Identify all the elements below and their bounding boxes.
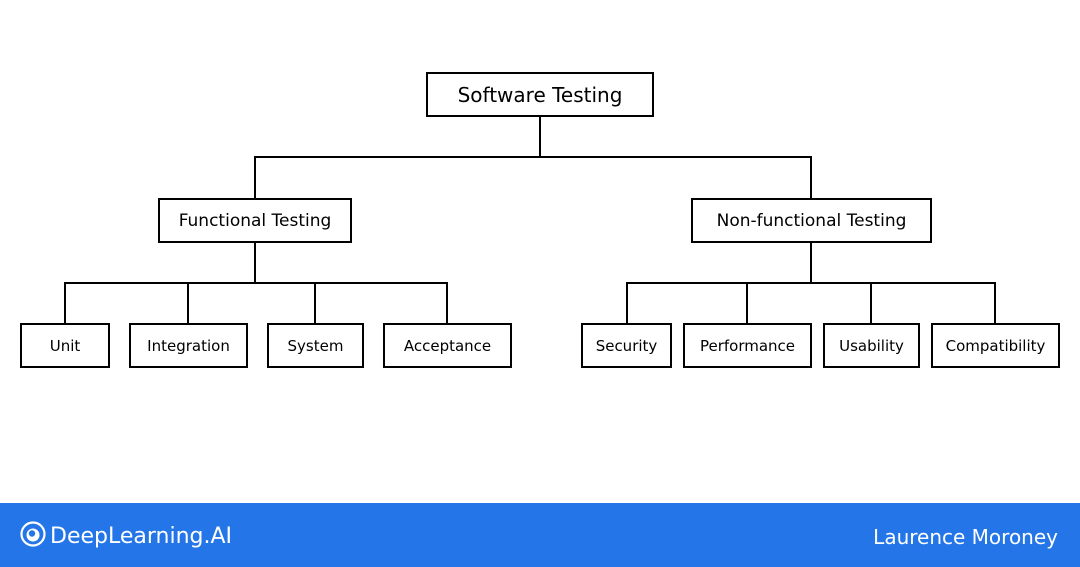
node-performance: Performance [683,323,812,368]
node-integration: Integration [129,323,248,368]
node-acceptance: Acceptance [383,323,512,368]
footer-bar: DeepLearning.AI Laurence Moroney [0,503,1080,567]
node-compatibility: Compatibility [931,323,1060,368]
brand: DeepLearning.AI [20,521,233,551]
node-unit: Unit [20,323,110,368]
node-usability: Usability [823,323,920,368]
node-security: Security [581,323,672,368]
node-system: System [267,323,364,368]
deeplearning-logo-icon [20,521,46,551]
node-non-functional-testing: Non-functional Testing [691,198,932,243]
author-name: Laurence Moroney [873,525,1058,549]
node-functional-testing: Functional Testing [158,198,352,243]
brand-name: DeepLearning.AI [50,523,233,549]
diagram-canvas: Software Testing Functional Testing Non-… [20,72,1060,368]
connector-lines [64,116,996,324]
node-software-testing: Software Testing [426,72,654,117]
